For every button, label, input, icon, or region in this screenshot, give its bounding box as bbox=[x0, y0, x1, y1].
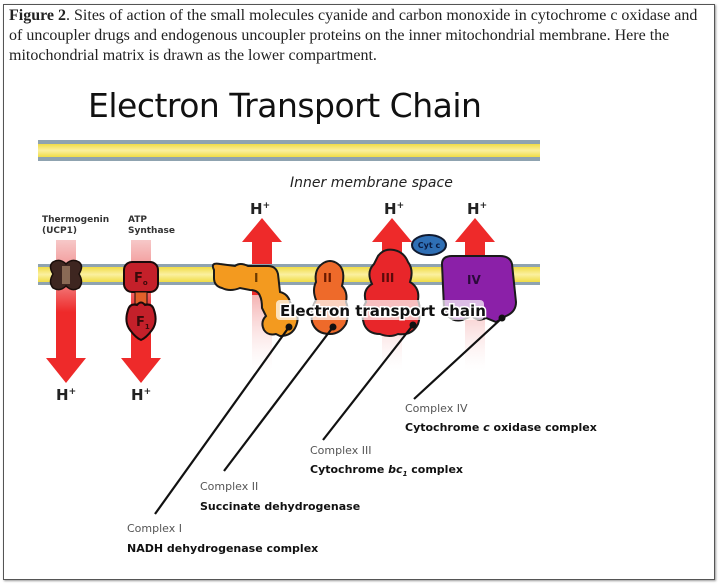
proton-label-complex-i: H+ bbox=[250, 200, 270, 218]
thermogenin-protein bbox=[49, 259, 83, 291]
complex-iv-pointer-line bbox=[413, 317, 503, 400]
complex-i-name: Complex I bbox=[127, 522, 182, 535]
inner-membrane-space-label: Inner membrane space bbox=[290, 175, 453, 191]
complex-ii-name: Complex II bbox=[200, 480, 258, 493]
complex-ii-protein: II bbox=[310, 260, 349, 336]
complex-i-roman: I bbox=[254, 271, 258, 285]
complex-ii-pointer-line bbox=[223, 326, 334, 472]
caption-label: Figure 2 bbox=[9, 7, 67, 24]
complex-iii-name: Complex III bbox=[310, 444, 371, 457]
etc-center-label: Electron transport chain bbox=[276, 300, 487, 322]
thermogenin-label-ucp1: (UCP1) bbox=[42, 226, 77, 236]
proton-label-atp-synthase: H+ bbox=[131, 386, 151, 404]
cyt-c-label: Cyt c bbox=[418, 241, 441, 250]
complex-ii-roman: II bbox=[323, 271, 332, 285]
proton-label-complex-iv: H+ bbox=[467, 200, 487, 218]
atp-synthase-protein: Fo F1 bbox=[123, 261, 159, 342]
proton-label-thermogenin: H+ bbox=[56, 386, 76, 404]
complex-iii-pointer-line bbox=[322, 324, 414, 441]
complex-iii-roman: III bbox=[381, 271, 394, 285]
atp-synthase-label: ATP bbox=[128, 215, 147, 225]
figure-frame bbox=[3, 4, 715, 580]
complex-i-pointer-line bbox=[154, 326, 290, 515]
proton-label-complex-iii: H+ bbox=[384, 200, 404, 218]
f0-label: Fo bbox=[134, 271, 148, 287]
complex-iii-protein: III bbox=[361, 248, 421, 337]
outer-membrane-band bbox=[38, 140, 540, 161]
caption-text: . Sites of action of the small molecules… bbox=[9, 7, 698, 64]
complex-iv-name: Complex IV bbox=[405, 402, 468, 415]
svg-text:Electron transport chain: Electron transport chain bbox=[280, 302, 486, 320]
complex-iv-full-name: Cytochrome c oxidase complex bbox=[405, 421, 597, 434]
diagram-title: Electron Transport Chain bbox=[88, 86, 482, 125]
f1-label: F1 bbox=[136, 315, 150, 331]
thermogenin-label: Thermogenin bbox=[42, 215, 109, 225]
atp-synthase-label-2: Synthase bbox=[128, 226, 175, 236]
proton-down-arrow-thermogenin bbox=[46, 240, 86, 383]
inner-membrane-band bbox=[38, 264, 540, 285]
complex-iv-roman: IV bbox=[467, 273, 481, 287]
complex-i-full-name: NADH dehydrogenase complex bbox=[127, 542, 318, 555]
complex-iii-full-name: Cytochrome bc1 complex bbox=[310, 463, 463, 478]
complex-ii-full-name: Succinate dehydrogenase bbox=[200, 500, 360, 513]
cytochrome-c: Cyt c bbox=[411, 234, 447, 256]
figure-caption: Figure 2. Sites of action of the small m… bbox=[9, 6, 709, 66]
